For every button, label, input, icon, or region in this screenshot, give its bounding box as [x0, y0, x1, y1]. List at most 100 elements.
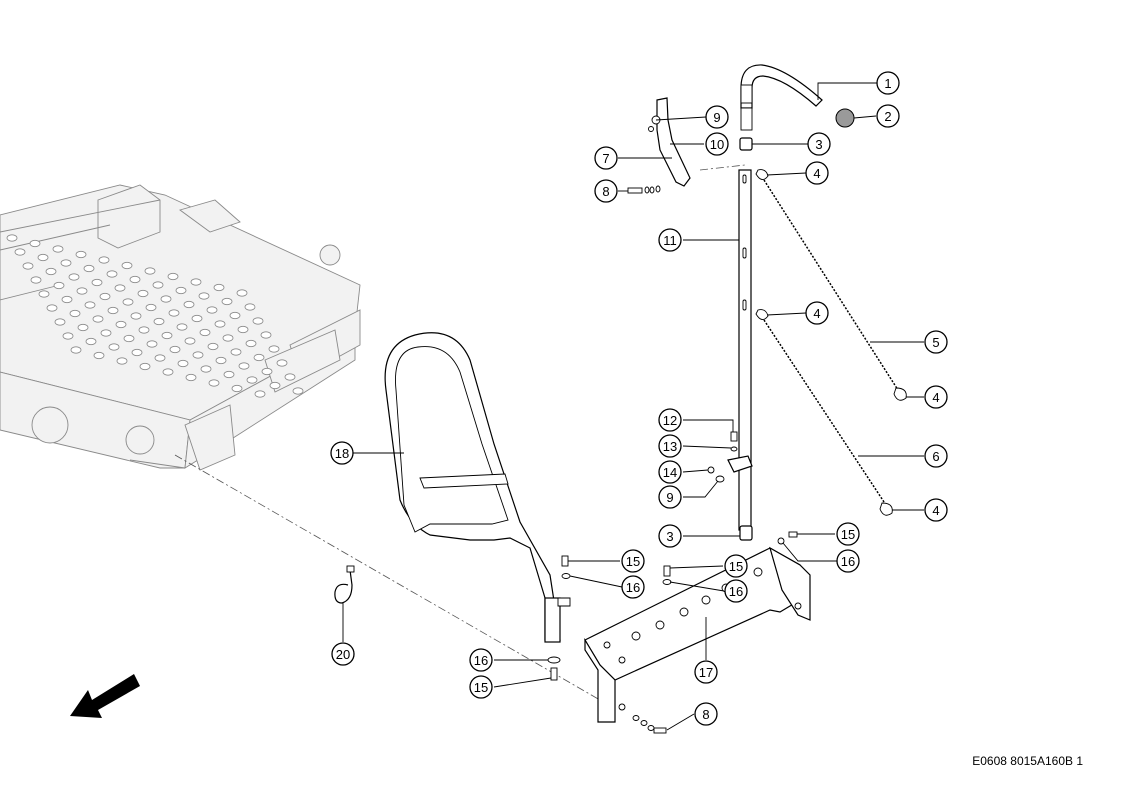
callout-16: 16	[836, 549, 860, 573]
deck-hole	[237, 325, 249, 334]
callout-label: 8	[702, 707, 709, 722]
callout-label: 16	[729, 584, 743, 599]
callout-circle	[724, 554, 748, 578]
assembly-guide-line	[174, 454, 601, 701]
callout-circle	[924, 444, 948, 468]
deck-hole	[190, 278, 202, 286]
vertical-post	[738, 169, 752, 531]
callout-label: 5	[932, 335, 939, 350]
deck-hole	[229, 311, 241, 320]
callout-3: 3	[807, 132, 831, 156]
hand-rail	[384, 332, 571, 681]
deck-hole	[108, 343, 120, 351]
callout-circle	[594, 179, 618, 203]
callout-6: 6	[924, 444, 948, 468]
deck-hole	[223, 370, 235, 379]
callout-label: 2	[884, 109, 891, 124]
callout-8: 8	[594, 179, 618, 203]
callout-circle	[331, 642, 355, 666]
deck-hole	[260, 331, 272, 339]
deck-hole	[169, 345, 181, 354]
callout-label: 13	[663, 439, 677, 454]
deck-hole	[61, 295, 73, 304]
callout-label: 4	[932, 390, 939, 405]
callout-circle	[658, 460, 682, 484]
callout-circle	[594, 146, 618, 170]
deck-hole	[85, 337, 97, 346]
callout-label: 7	[602, 151, 609, 166]
callout-4: 4	[805, 301, 829, 325]
deck-hole	[100, 329, 112, 337]
deck-hole	[37, 253, 49, 262]
deck-hole	[84, 301, 96, 309]
callout-17: 17	[694, 660, 718, 684]
callout-circle	[724, 579, 748, 603]
bolt-lower	[632, 715, 667, 734]
deck-hole	[200, 365, 212, 373]
callout-16: 16	[621, 575, 645, 599]
callout-circle	[694, 660, 718, 684]
deck-hole	[222, 334, 234, 342]
deck-hole	[138, 326, 150, 334]
deck-hole	[213, 283, 225, 292]
callout-circle	[469, 648, 493, 672]
deck-hole	[198, 292, 210, 300]
deck-hole	[152, 281, 164, 289]
deck-hole	[276, 359, 288, 367]
deck-hole	[292, 387, 304, 395]
callout-circle	[658, 485, 682, 509]
callout-label: 8	[602, 184, 609, 199]
callout-circle	[330, 441, 354, 465]
deck-hole	[116, 357, 128, 365]
callout-circle	[705, 132, 729, 156]
deck-hole	[214, 320, 226, 328]
callout-circle	[658, 228, 682, 252]
deck-hole	[137, 289, 149, 298]
deck-hole	[246, 376, 258, 384]
deck-hole	[162, 368, 174, 376]
deck-hole	[215, 356, 227, 365]
grip-knob	[835, 108, 855, 128]
callout-9: 9	[705, 105, 729, 129]
deck-hole	[75, 250, 87, 259]
callout-16: 16	[724, 579, 748, 603]
deck-hole	[238, 362, 250, 370]
deck-hole	[130, 312, 142, 320]
deck-hole	[145, 303, 157, 312]
callout-12: 12	[658, 408, 682, 432]
deck-hole	[99, 292, 111, 301]
deck-hole	[144, 267, 156, 275]
deck-hole	[284, 373, 296, 381]
deck-hole	[60, 259, 72, 267]
deck-hole	[77, 323, 89, 332]
deck-hole	[175, 286, 187, 295]
deck-hole	[177, 359, 189, 368]
deck-hole	[54, 318, 66, 326]
callout-label: 20	[336, 647, 350, 662]
deck-hole	[269, 381, 281, 390]
callout-15: 15	[621, 549, 645, 573]
deck-hole	[76, 287, 88, 295]
deck-hole	[199, 328, 211, 337]
deck-hole	[83, 264, 95, 273]
deck-hole	[261, 367, 273, 376]
bolt	[627, 185, 661, 194]
callout-label: 16	[626, 580, 640, 595]
callout-label: 9	[666, 490, 673, 505]
callout-15: 15	[469, 675, 493, 699]
callout-label: 3	[815, 137, 822, 152]
callout-label: 16	[474, 653, 488, 668]
post-cap-bottom	[739, 525, 753, 541]
callout-circle	[836, 522, 860, 546]
callout-label: 9	[713, 110, 720, 125]
callout-label: 18	[335, 446, 349, 461]
deck-hole	[168, 309, 180, 317]
callout-label: 10	[710, 137, 724, 152]
deck-hole	[184, 337, 196, 345]
callout-circle	[807, 132, 831, 156]
deck-hole	[52, 245, 64, 253]
deck-hole	[254, 390, 266, 398]
deck-hole	[176, 323, 188, 331]
callout-label: 4	[932, 503, 939, 518]
drawing-identifier: E0608 8015A160B 1	[972, 754, 1083, 768]
